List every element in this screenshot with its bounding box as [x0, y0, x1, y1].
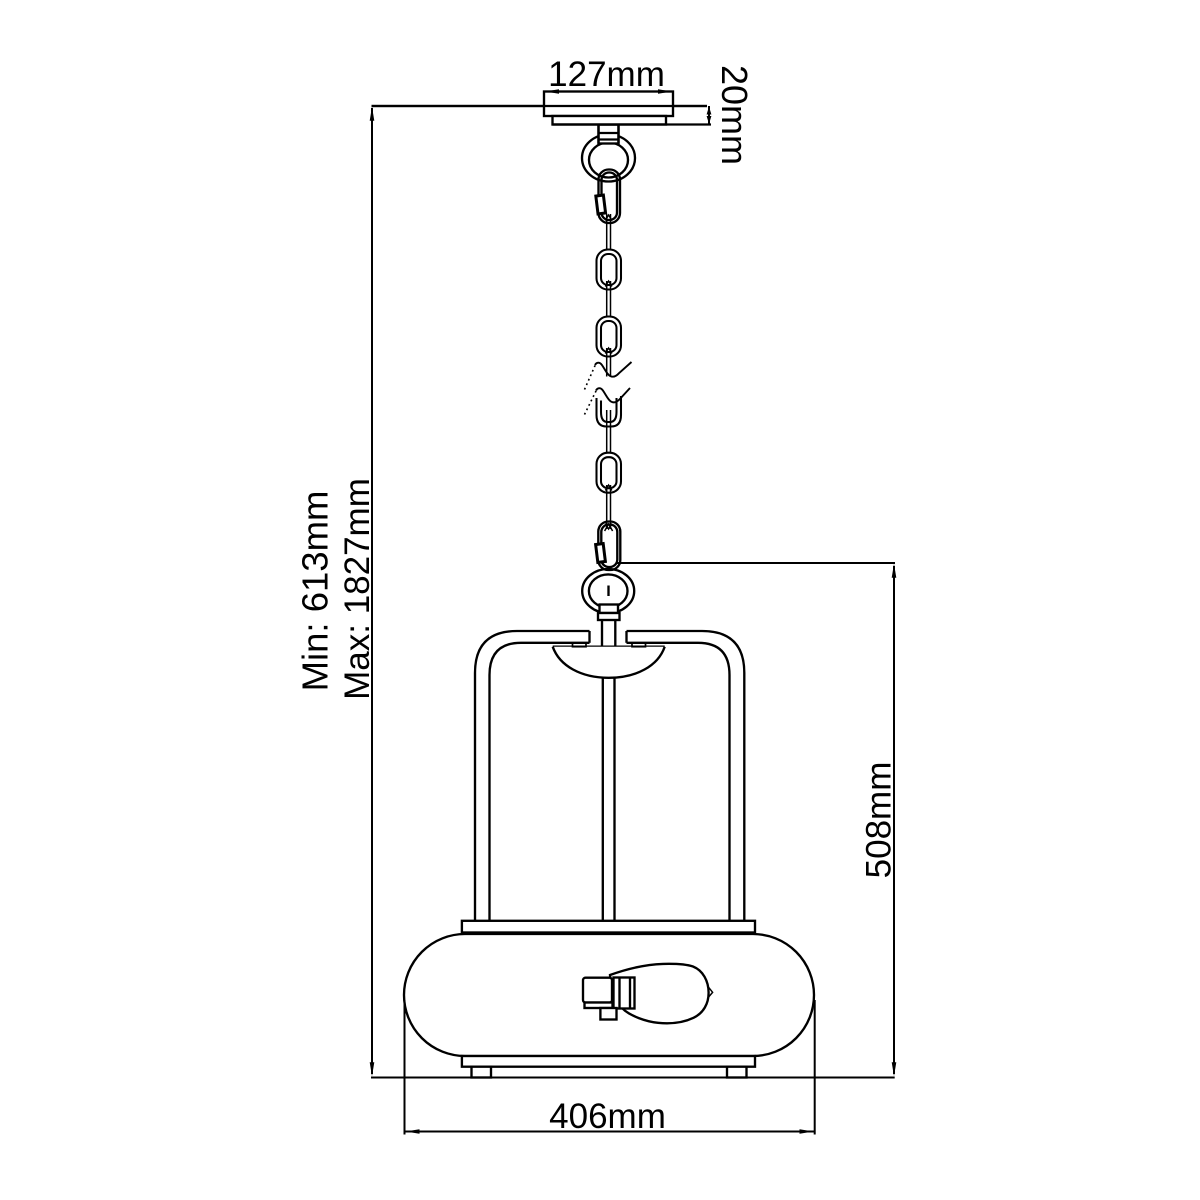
svg-text:127mm: 127mm [548, 55, 665, 94]
svg-text:406mm: 406mm [549, 1097, 666, 1136]
svg-text:Max: 1827mm: Max: 1827mm [338, 478, 377, 700]
svg-text:508mm: 508mm [860, 762, 899, 879]
svg-text:20mm: 20mm [714, 65, 755, 165]
svg-text:Min: 613mm: Min: 613mm [295, 491, 336, 692]
